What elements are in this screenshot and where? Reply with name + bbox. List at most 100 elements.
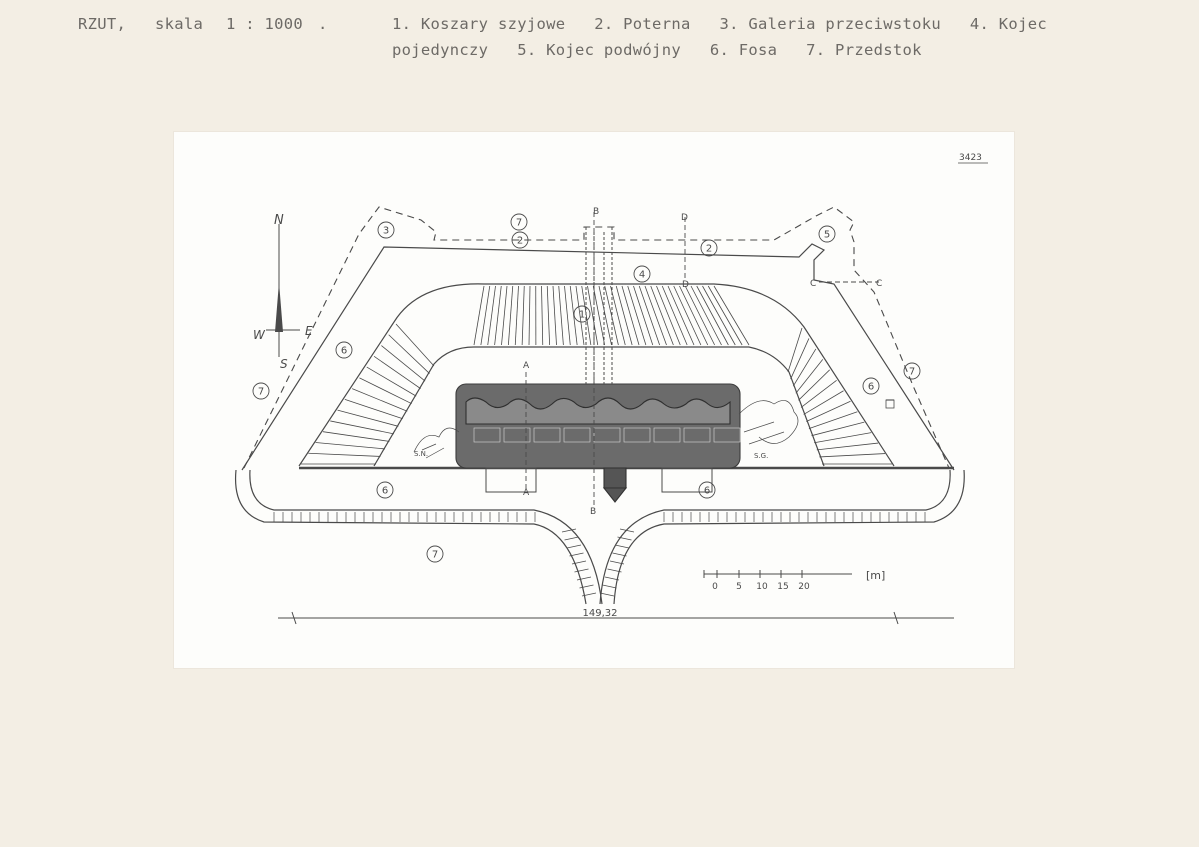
ditch-hachure [576, 576, 592, 581]
plan-title: RZUT, [78, 15, 127, 33]
rampart-hachure [322, 431, 390, 442]
zone-marker-number: 7 [432, 550, 438, 561]
zone-marker-number: 6 [704, 486, 710, 497]
barracks-cell [653, 427, 681, 443]
ditch-slope-left [234, 469, 587, 605]
zone-marker: 7 [510, 213, 528, 231]
barracks-annex [603, 467, 627, 489]
ditch-hachure [579, 584, 594, 589]
legend-line-2: pojedynczy 5. Kojec podwójny 6. Fosa 7. … [392, 41, 922, 59]
barracks-cell [683, 427, 711, 443]
rampart-hachure [707, 285, 743, 346]
rampart-hachure [656, 285, 681, 346]
zone-marker-number: 6 [868, 382, 874, 393]
rampart-hachure [792, 348, 817, 387]
zone-marker: 1 [573, 305, 591, 323]
rampart-hachure [575, 285, 585, 346]
zone-marker-number: 2 [706, 244, 712, 255]
zone-marker: 7 [426, 545, 444, 563]
rampart-hachure [381, 345, 426, 382]
scale-value: 1 : 1000 [226, 15, 304, 33]
rampart-hachure [798, 369, 830, 401]
rampart-hachure [790, 338, 810, 380]
rampart-hachure [592, 285, 606, 346]
rampart-hachure [621, 285, 640, 346]
ditch-hachure [602, 584, 617, 589]
zone-marker-number: 7 [516, 218, 522, 229]
courtyard-right [661, 467, 713, 493]
rampart-hachure [679, 285, 709, 346]
right-small-box [885, 399, 895, 409]
barracks-cell [503, 427, 531, 443]
zone-marker-number: 6 [382, 486, 388, 497]
rampart-hachure [395, 323, 435, 367]
rampart-hachure [541, 285, 544, 346]
compass-rose [266, 224, 300, 357]
rampart-hachure [344, 399, 403, 420]
left-flank-scrub [413, 427, 460, 459]
rampart-hachure [494, 285, 502, 346]
rampart-hachure [610, 285, 626, 346]
ditch-hachure [566, 544, 582, 549]
ditch-slope-left-outer [249, 469, 603, 605]
zone-marker-number: 7 [258, 387, 264, 398]
rampart-hachure [359, 377, 412, 405]
sheet-code: 3423 [959, 153, 982, 163]
legend-line-1: 1. Koszary szyjowe 2. Poterna 3. Galeria… [392, 15, 1047, 33]
ditch-hachure [617, 536, 632, 541]
zone-marker-number: 5 [824, 230, 830, 241]
ditch-hachure [607, 568, 622, 573]
ditch-slope-right-outer [599, 469, 951, 605]
rampart-hachure [521, 285, 525, 346]
scale-tick-0: 0 [712, 582, 718, 592]
rampart-hachure [552, 285, 557, 346]
barracks-cells [473, 427, 741, 443]
section-a-top: A [523, 361, 530, 371]
rampart-hachure [615, 285, 633, 346]
section-d-bottom: D [682, 280, 689, 290]
rampart-hachure [816, 442, 879, 451]
ditch-hachure [569, 552, 584, 557]
rampart-hachure [581, 285, 592, 346]
ditch-hachures [273, 512, 926, 597]
compass-north: N [274, 213, 284, 228]
ditch-slope-right [613, 469, 965, 605]
rampart-hachure [644, 285, 667, 346]
ditch-hachure [614, 544, 630, 549]
section-c-right: C [876, 279, 882, 289]
zone-marker: 2 [700, 239, 718, 257]
rampart-hachure [558, 285, 564, 346]
right-mini-label: S.G. [754, 452, 768, 460]
gorge-barracks [455, 383, 741, 469]
rampart-hachure [337, 409, 399, 427]
compass-south: S [280, 357, 288, 371]
rampart-hachure [352, 388, 408, 412]
ditch-hachure [609, 560, 625, 565]
barracks-cell [473, 427, 501, 443]
compass-east: E [305, 324, 313, 338]
rampart-hachure [673, 285, 702, 346]
section-b-top: B [593, 207, 599, 217]
rampart-hachure [819, 453, 886, 458]
section-lines [525, 212, 879, 507]
barracks-casemate-row [465, 397, 731, 425]
ditch-hachure [574, 568, 589, 573]
rampart-hachure [690, 285, 722, 346]
zone-marker-number: 1 [579, 310, 585, 321]
scale-tick-10: 10 [756, 582, 768, 592]
rampart-hachure [604, 285, 619, 346]
rampart-hachure [507, 285, 514, 346]
zone-marker-number: 2 [517, 236, 523, 247]
rampart-hachure [684, 285, 715, 346]
rampart-hachure [514, 285, 519, 346]
section-d-top: D [681, 213, 688, 223]
rampart-hachure [308, 452, 381, 457]
rampart-hachure [315, 442, 385, 450]
caption-dot: . [318, 15, 328, 33]
rampart-hachure [330, 420, 394, 435]
zone-marker: 7 [252, 382, 270, 400]
zone-marker: 7 [903, 362, 921, 380]
rampart-hachure [564, 285, 571, 346]
left-mini-label: S.N. [414, 450, 428, 458]
